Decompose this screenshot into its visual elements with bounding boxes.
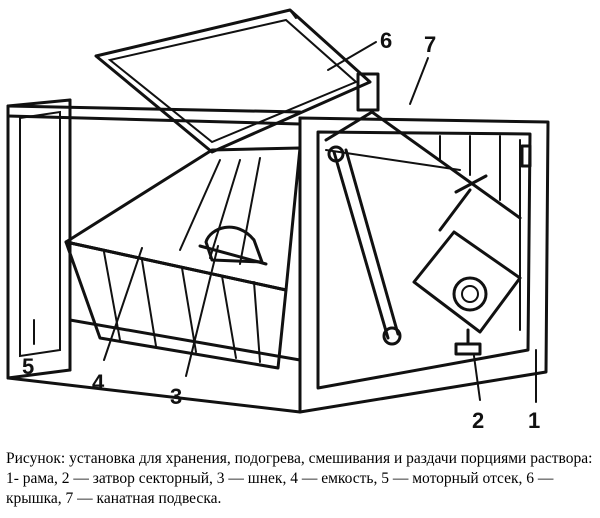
frame [6, 98, 550, 414]
drive-unit [412, 174, 522, 334]
callout-2: 2 [472, 408, 484, 433]
callout-5: 5 [22, 354, 34, 379]
equipment-diagram: 1 2 3 4 5 6 7 [6, 8, 550, 433]
auger [198, 225, 268, 266]
callout-3: 3 [170, 384, 182, 409]
callout-6: 6 [380, 28, 392, 53]
figure-caption: Рисунок: установка для хранения, подогре… [6, 450, 593, 507]
lid [94, 8, 380, 154]
sector-gate [454, 328, 482, 356]
cable-suspension [324, 110, 522, 346]
leader-lines [33, 41, 537, 403]
callout-1: 1 [528, 408, 540, 433]
motor-compartment [6, 98, 72, 380]
callout-4: 4 [92, 370, 105, 395]
container [64, 146, 302, 370]
callout-7: 7 [424, 32, 436, 57]
